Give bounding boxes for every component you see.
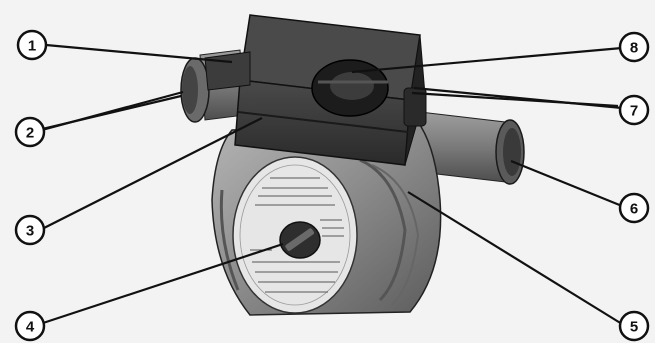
callout-6: 6 [620, 194, 648, 222]
callout-4-number: 4 [26, 319, 35, 336]
cable-gland [205, 52, 250, 90]
callout-3-number: 3 [26, 223, 34, 240]
cover-screw [312, 60, 388, 116]
speed-selector-knob [280, 222, 320, 258]
callout-5: 5 [620, 312, 648, 340]
callout-3: 3 [16, 216, 44, 244]
callout-7-number: 7 [630, 103, 638, 120]
callout-7: 7 [620, 96, 648, 124]
callout-8-number: 8 [630, 40, 638, 57]
callout-2-number: 2 [26, 125, 34, 142]
callout-8: 8 [620, 33, 648, 61]
callout-5-number: 5 [630, 319, 638, 336]
callout-4: 4 [16, 312, 44, 340]
callout-2: 2 [16, 118, 44, 146]
callout-1: 1 [18, 31, 46, 59]
callout-1-number: 1 [28, 38, 36, 55]
callout-6-number: 6 [630, 201, 638, 218]
